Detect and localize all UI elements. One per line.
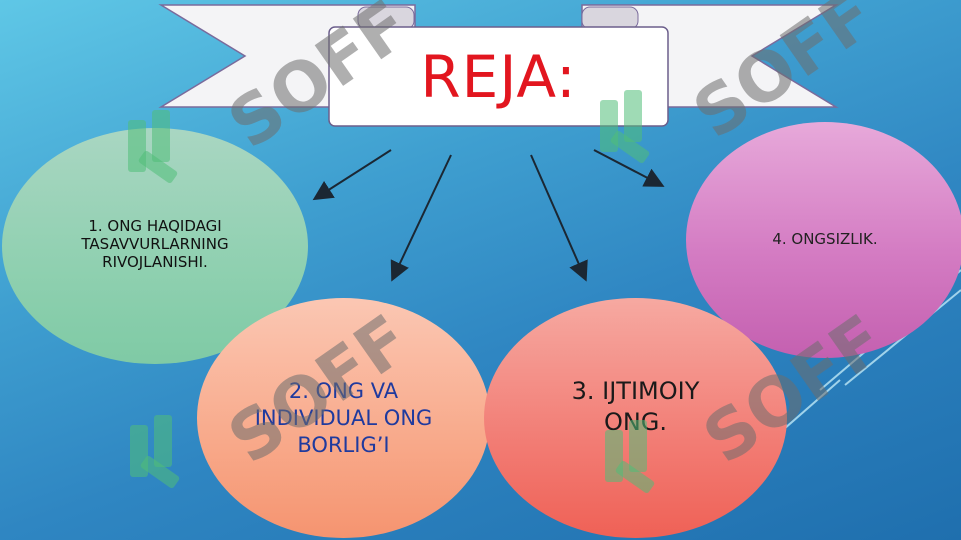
- plan-item-2-text: 2. ONG VA INDIVIDUAL ONG BORLIG’I: [254, 378, 433, 457]
- plan-item-4: 4. ONGSIZLIK.: [686, 122, 961, 358]
- slide-title: REJA:: [420, 42, 577, 111]
- arrow-to-item-4: [593, 149, 665, 187]
- plan-item-1-text: 1. ONG HAQIDAGI TASAVVURLARNING RIVOJLAN…: [81, 217, 229, 271]
- slide-title-box: REJA:: [329, 27, 668, 126]
- arrow-to-item-1: [312, 149, 392, 201]
- plan-item-3: 3. IJTIMOIY ONG.: [484, 298, 787, 538]
- arrows: [312, 149, 665, 282]
- plan-item-2: 2. ONG VA INDIVIDUAL ONG BORLIG’I: [197, 298, 490, 538]
- arrow-to-item-3: [530, 154, 588, 282]
- plan-item-4-text: 4. ONGSIZLIK.: [772, 230, 878, 248]
- title-plate: [328, 26, 669, 127]
- arrow-to-item-2: [390, 154, 452, 282]
